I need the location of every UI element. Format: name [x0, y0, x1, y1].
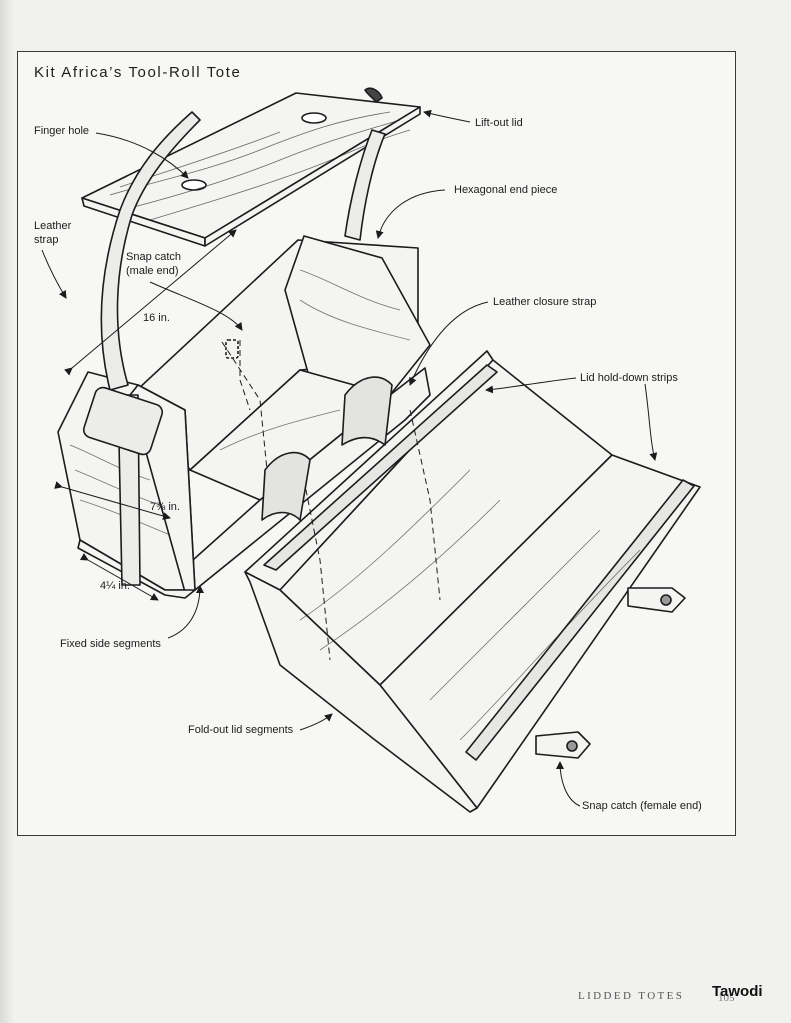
- label-snap-catch-female: Snap catch (female end): [582, 800, 702, 812]
- label-finger-hole: Finger hole: [34, 125, 90, 137]
- label-leather-strap-line1: Leather: [34, 220, 72, 232]
- label-fold-out-lid-segments: Fold-out lid segments: [188, 724, 294, 736]
- strap-buckle-plate: [82, 386, 164, 456]
- leader-fixed-side: [167, 585, 204, 639]
- leader-snap-catch-male: [149, 281, 243, 331]
- leader-lid-hold-down-2: [644, 383, 658, 461]
- leader-lift-out-lid: [423, 109, 471, 123]
- label-leather-closure-strap: Leather closure strap: [493, 296, 597, 308]
- snap-catch-female-tab: [535, 731, 591, 759]
- finger-hole-front: [181, 179, 207, 191]
- leader-hexagonal-end: [375, 189, 446, 239]
- dimension-7-3-8: [54, 481, 171, 520]
- label-snap-catch-male-line2: (male end): [126, 265, 179, 277]
- label-dim-7-3-8: 7⅜ in.: [150, 501, 180, 513]
- dimension-16: [64, 229, 237, 376]
- snap-catch-female-tab: [627, 587, 686, 613]
- leader-snap-female: [556, 761, 581, 807]
- label-lid-hold-down-strips: Lid hold-down strips: [580, 372, 678, 384]
- leader-leather-strap: [41, 249, 67, 299]
- lid-hold-down-strip: [465, 479, 695, 761]
- dimension-4-1-4: [79, 553, 159, 601]
- leader-fold-out-lid: [299, 713, 333, 731]
- label-lift-out-lid: Lift-out lid: [475, 117, 523, 129]
- lift-out-lid: [81, 92, 421, 247]
- label-snap-catch-male-line1: Snap catch: [126, 251, 182, 263]
- page-edge-shadow: [0, 0, 14, 1023]
- leader-lid-hold-down-1: [485, 377, 577, 394]
- section-footer: LIDDED TOTES: [578, 990, 685, 1002]
- page-number: 105: [718, 992, 735, 1004]
- label-fixed-side-segments: Fixed side segments: [60, 638, 161, 650]
- leader-finger-hole: [95, 132, 189, 179]
- lid-hold-down-strip: [263, 364, 498, 571]
- fold-out-lid: [244, 350, 701, 813]
- leader-leather-closure: [409, 301, 489, 386]
- leather-closure-straps: [261, 376, 393, 521]
- finger-hole-back: [301, 112, 327, 124]
- diagram-title: Kit Africa’s Tool-Roll Tote: [34, 64, 242, 81]
- watermark: Tawodi: [712, 983, 763, 1000]
- label-length-16: 16 in.: [143, 312, 170, 324]
- label-dim-4-1-4: 4¼ in.: [100, 580, 130, 592]
- label-leather-strap-line2: strap: [34, 234, 59, 246]
- label-hexagonal-end-piece: Hexagonal end piece: [454, 184, 558, 196]
